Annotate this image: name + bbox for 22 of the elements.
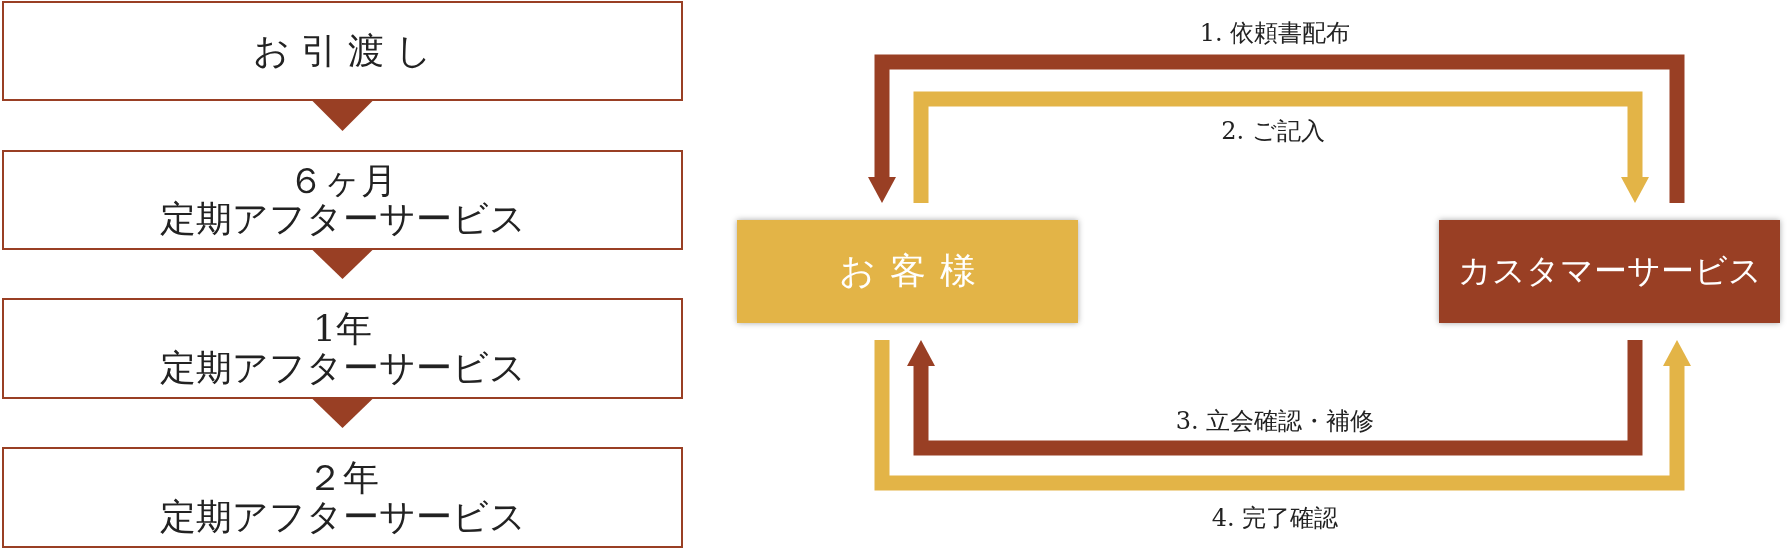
arrow — [868, 54, 1685, 203]
step-box — [2, 1, 683, 101]
arrow — [907, 340, 1643, 456]
triangle-arrow — [312, 399, 373, 428]
step-box — [2, 447, 683, 548]
party-label: お客様 — [838, 252, 991, 291]
step-label: 定期アフターサービス — [159, 497, 526, 536]
step-label: お引渡し — [253, 31, 443, 71]
triangle-arrow — [312, 101, 373, 131]
party-box — [1439, 220, 1780, 323]
triangle-arrow — [312, 250, 373, 279]
party-box — [737, 220, 1078, 323]
step-label: ２年 — [306, 459, 379, 498]
arrow — [874, 340, 1691, 491]
arrow — [913, 91, 1649, 203]
party-label: カスタマーサービス — [1457, 254, 1762, 289]
step-label: ６ヶ月 — [288, 161, 397, 200]
step-box — [2, 298, 683, 399]
step-box — [2, 150, 683, 250]
step-label: 定期アフターサービス — [159, 348, 526, 387]
step-label: 定期アフターサービス — [159, 200, 526, 239]
step-label: 1年 — [313, 310, 372, 349]
